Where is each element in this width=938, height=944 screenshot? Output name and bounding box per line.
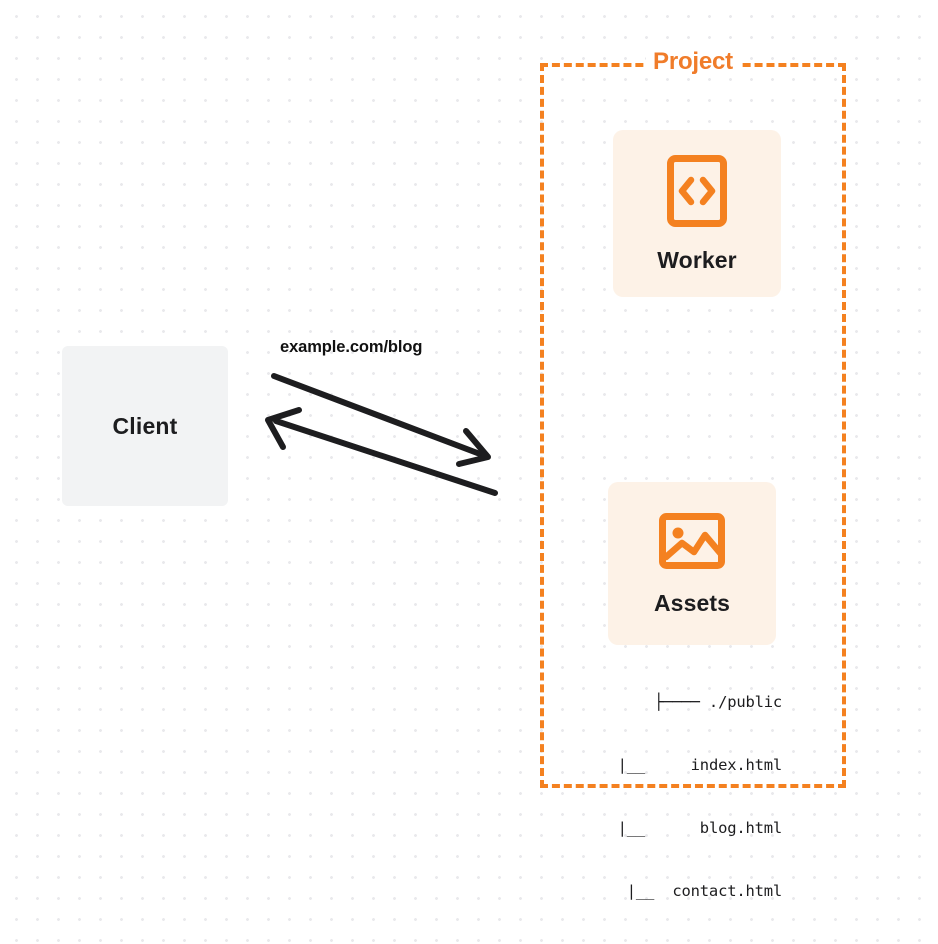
client-label: Client [112, 412, 178, 439]
file-tree-line-blog: |__ blog.html [617, 819, 783, 837]
assets-node[interactable]: Assets [608, 482, 776, 645]
file-tree-line-index: |__ index.html [617, 756, 783, 774]
code-brackets-icon [666, 154, 728, 233]
assets-file-tree: ├──── ./public |__ index.html |__ blog.h… [560, 650, 783, 944]
edge-label-url: example.com/blog [280, 338, 423, 356]
assets-label: Assets [653, 589, 731, 616]
client-node[interactable]: Client [62, 346, 228, 506]
project-container: Project [540, 48, 846, 788]
file-tree-line-contact: |__ contact.html [626, 882, 782, 900]
file-tree-line-root: ├──── ./public [654, 693, 782, 711]
worker-node[interactable]: Worker [613, 130, 781, 297]
image-icon [658, 511, 726, 576]
arrow-project-to-client [265, 407, 498, 496]
worker-label: Worker [657, 246, 737, 273]
diagram-canvas: Client example.com/blog Project Worker [62, 48, 846, 900]
project-title: Project [646, 48, 740, 76]
arrow-client-to-project [271, 373, 491, 467]
